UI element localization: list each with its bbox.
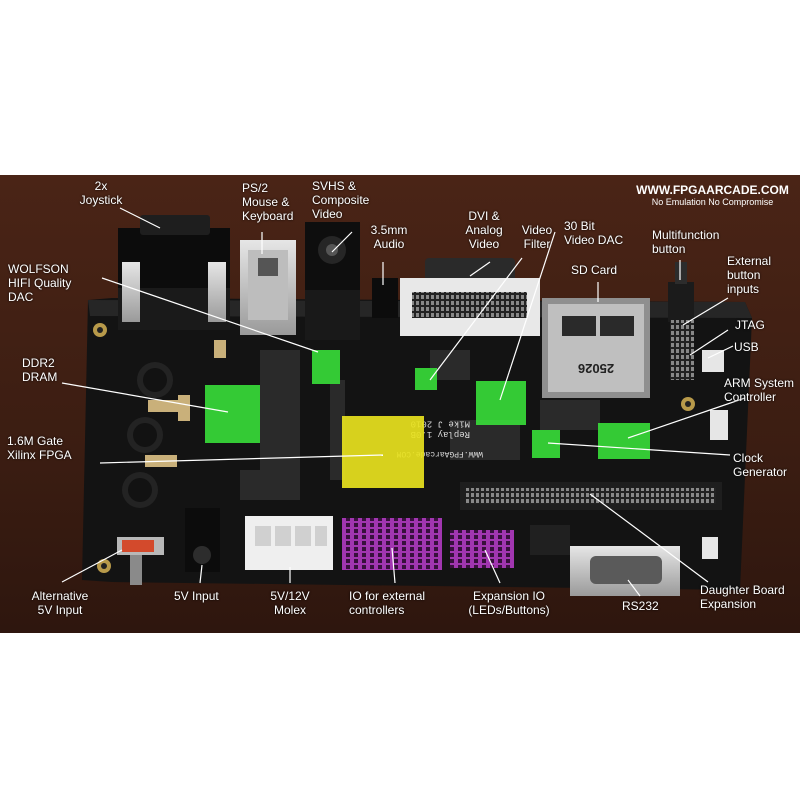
silkscreen-main: Replay 1.0BMike J 2010 (410, 419, 470, 439)
right-side-headers (668, 262, 728, 440)
white-margin-bottom (0, 633, 800, 800)
label-5v-input: 5V Input (174, 589, 219, 603)
label-ps2: PS/2 Mouse & Keyboard (242, 181, 294, 223)
label-video-filter: Video Filter (521, 223, 553, 251)
white-margin-top (0, 0, 800, 175)
sd-marking: 25026 (578, 361, 614, 376)
fpga-chip (342, 416, 424, 488)
label-ddr2: DDR2 DRAM (22, 356, 58, 384)
label-fpga: 1.6M Gate Xilinx FPGA (7, 434, 72, 462)
label-joystick: 2x Joystick (79, 179, 123, 207)
label-dvi: DVI & Analog Video (465, 209, 503, 251)
label-multifunction: Multifunction button (652, 228, 720, 256)
label-svhs: SVHS & Composite Video (312, 179, 370, 221)
board-traces (240, 350, 600, 500)
label-rs232: RS232 (622, 599, 659, 613)
audio-jack (372, 278, 398, 318)
rs232-driver-chip (530, 525, 570, 555)
silkscreen-site: WWW.FPGAarcade.COM (396, 449, 483, 458)
leader-lines (61, 207, 746, 597)
label-usb: USB (734, 340, 759, 354)
label-video-dac: 30 Bit Video DAC (564, 219, 624, 247)
label-clock: Clock Generator (733, 451, 788, 479)
brand-url: WWW.FPGAARCADE.COM (636, 183, 789, 197)
ps2-connector (240, 240, 296, 335)
label-external-button: External button inputs (727, 254, 772, 296)
label-audio: 3.5mm Audio (370, 223, 408, 251)
ddr2-dram-chip (205, 385, 260, 443)
arm-controller-chip (598, 423, 650, 459)
power-switch (117, 537, 164, 585)
svhs-connector (305, 222, 360, 340)
power-inductors (122, 362, 173, 508)
io-external-header (342, 518, 442, 570)
barrel-jack (185, 508, 220, 572)
video-dac-chip (476, 381, 526, 425)
silkscreen: Replay 1.0BMike J 2010 WWW.FPGAarcade.CO… (396, 419, 483, 458)
dvi-connector (400, 258, 540, 336)
label-alt-5v: Alternative 5V Input (31, 589, 89, 617)
label-daughter-board: Daughter Board Expansion (700, 583, 785, 611)
label-io-external: IO for external controllers (349, 589, 426, 617)
molex-connector (245, 516, 333, 570)
joystick-connectors (118, 215, 230, 330)
label-arm: ARM System Controller (724, 376, 795, 404)
daughter-board-connector (460, 482, 722, 510)
right-edge-connector (702, 537, 718, 559)
rs232-connector (570, 546, 680, 596)
expansion-io-header (450, 530, 514, 568)
label-molex: 5V/12V Molex (270, 589, 310, 617)
video-filter-chip (415, 368, 437, 390)
wolfson-dac-chip (312, 350, 340, 384)
label-wolfson: WOLFSON HIFI Quality DAC (8, 262, 72, 304)
label-expansion-io: Expansion IO (LEDs/Buttons) (468, 589, 550, 617)
label-sd-card: SD Card (571, 263, 618, 277)
brand-header: WWW.FPGAARCADE.COM No Emulation No Compr… (630, 183, 795, 208)
label-jtag: JTAG (735, 318, 765, 332)
sd-card-slot: 25026 (542, 298, 650, 398)
brand-tagline: No Emulation No Compromise (651, 197, 774, 207)
